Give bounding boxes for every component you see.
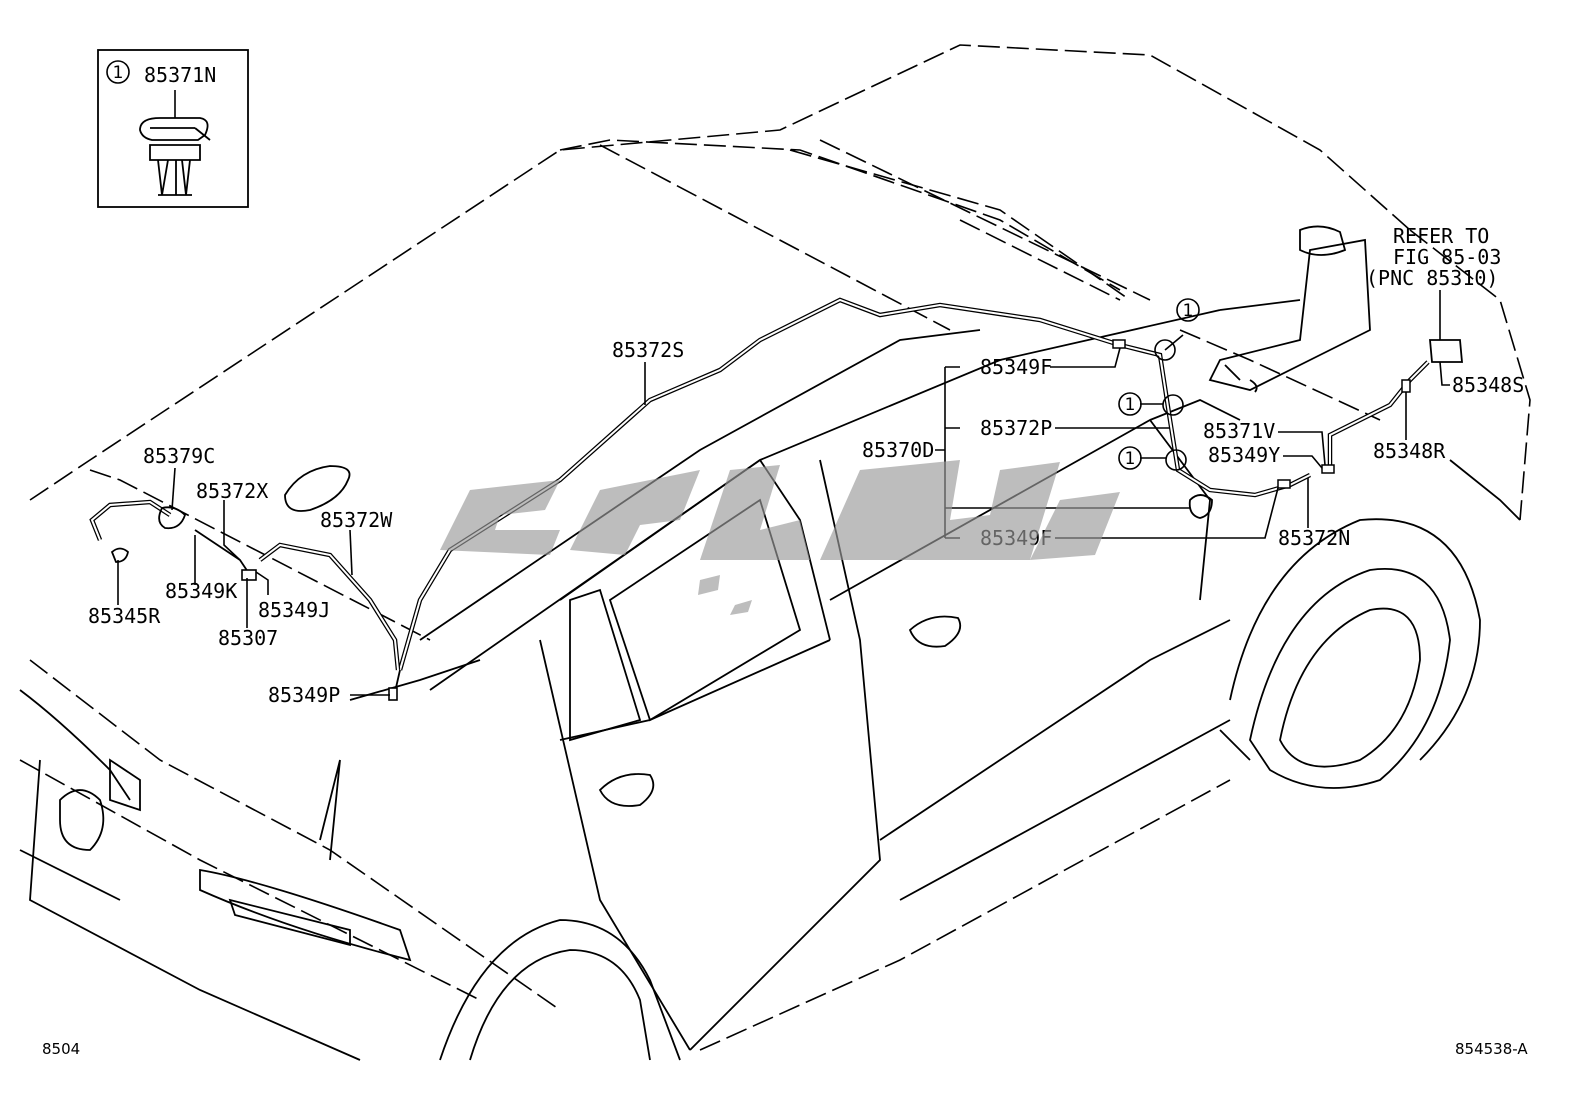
clip-ref-1c: 1: [1125, 449, 1136, 469]
label-85372X: 85372X: [196, 479, 268, 503]
refer-note-line1: REFER TO: [1393, 224, 1489, 248]
inset-ref-number: 1: [113, 63, 124, 83]
leader-lines: [117, 290, 1450, 696]
label-85379C: 85379C: [143, 444, 215, 468]
clip-ref-1a: 1: [1183, 301, 1194, 321]
washer-hoses: [89, 297, 1430, 701]
label-85349P: 85349P: [268, 683, 340, 707]
label-85307: 85307: [218, 626, 278, 650]
label-85371V: 85371V: [1203, 419, 1275, 443]
refer-note: REFER TO FIG 85-03 (PNC 85310): [1366, 224, 1501, 290]
label-85345R: 85345R: [88, 604, 161, 628]
refer-note-line3: (PNC 85310): [1366, 266, 1498, 290]
part-labels: 85372S 85349F 85372P 85370D 85349F 85379…: [88, 338, 1524, 707]
footer-right-code: 854538-A: [1455, 1040, 1528, 1058]
label-85372W: 85372W: [320, 508, 393, 532]
label-85349J: 85349J: [258, 598, 330, 622]
label-85372S: 85372S: [612, 338, 684, 362]
label-85372P: 85372P: [980, 416, 1052, 440]
clip-callouts: 1 1 1: [1118, 298, 1200, 470]
clip-icon: [139, 117, 211, 196]
label-85348R: 85348R: [1373, 439, 1446, 463]
label-85348S: 85348S: [1452, 373, 1524, 397]
label-85349K: 85349K: [165, 579, 237, 603]
inset-box: 1 85371N: [97, 49, 249, 208]
label-85349Y: 85349Y: [1208, 443, 1280, 467]
label-85370D: 85370D: [862, 438, 934, 462]
refer-note-line2: FIG 85-03: [1393, 245, 1501, 269]
inset-part-label: 85371N: [144, 63, 216, 87]
clip-ref-1b: 1: [1125, 395, 1136, 415]
label-85372N: 85372N: [1278, 526, 1350, 550]
label-85349F-top: 85349F: [980, 355, 1052, 379]
footer-left-code: 8504: [42, 1040, 80, 1058]
watermark-logo: [440, 460, 1120, 615]
